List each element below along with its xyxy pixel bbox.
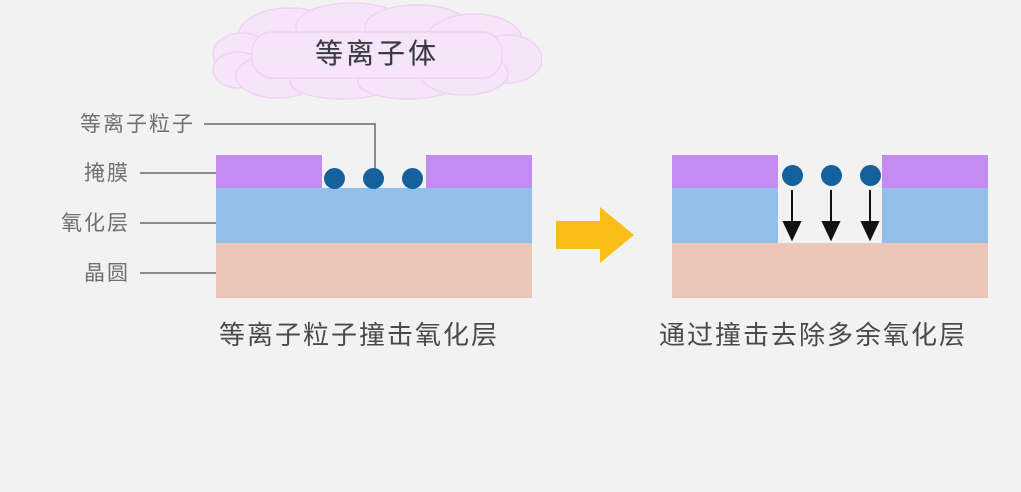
wafer-layer bbox=[672, 243, 988, 298]
plasma-cloud-label: 等离子体 bbox=[314, 38, 439, 69]
process-arrow-icon bbox=[556, 207, 634, 263]
leader-line-wafer bbox=[140, 272, 225, 274]
callout-label-plasma-particle: 等离子粒子 bbox=[80, 113, 195, 136]
mask-layer-left bbox=[216, 155, 322, 188]
plasma-particle bbox=[402, 168, 423, 189]
plasma-cloud-shape bbox=[212, 2, 542, 100]
plasma-particle bbox=[324, 168, 345, 189]
plasma-cloud: 等离子体 bbox=[212, 2, 542, 100]
oxide-layer bbox=[216, 188, 532, 243]
mask-layer-right bbox=[882, 155, 988, 188]
callout-label-wafer: 晶圆 bbox=[84, 262, 130, 285]
caption-before-etch: 等离子粒子撞击氧化层 bbox=[219, 320, 500, 350]
callout-label-oxide: 氧化层 bbox=[61, 212, 130, 235]
panel-after-etch bbox=[672, 155, 988, 298]
caption-after-etch: 通过撞击去除多余氧化层 bbox=[659, 320, 968, 350]
leader-line-plasma-particle-vertical bbox=[374, 123, 376, 175]
plasma-particle bbox=[363, 168, 384, 189]
wafer-layer bbox=[216, 243, 532, 298]
oxide-layer-right bbox=[882, 188, 988, 243]
mask-layer-left bbox=[672, 155, 778, 188]
leader-line-plasma-particle-horizontal bbox=[204, 123, 376, 125]
bombardment-arrows bbox=[782, 190, 880, 242]
leader-line-oxide bbox=[140, 222, 225, 224]
panel-before-etch bbox=[216, 155, 532, 298]
mask-layer-right bbox=[426, 155, 532, 188]
oxide-layer-left bbox=[672, 188, 778, 243]
leader-line-mask bbox=[140, 172, 225, 174]
plasma-particle bbox=[821, 165, 842, 186]
plasma-particle bbox=[860, 165, 881, 186]
callout-label-mask: 掩膜 bbox=[84, 162, 130, 185]
plasma-particle bbox=[782, 165, 803, 186]
